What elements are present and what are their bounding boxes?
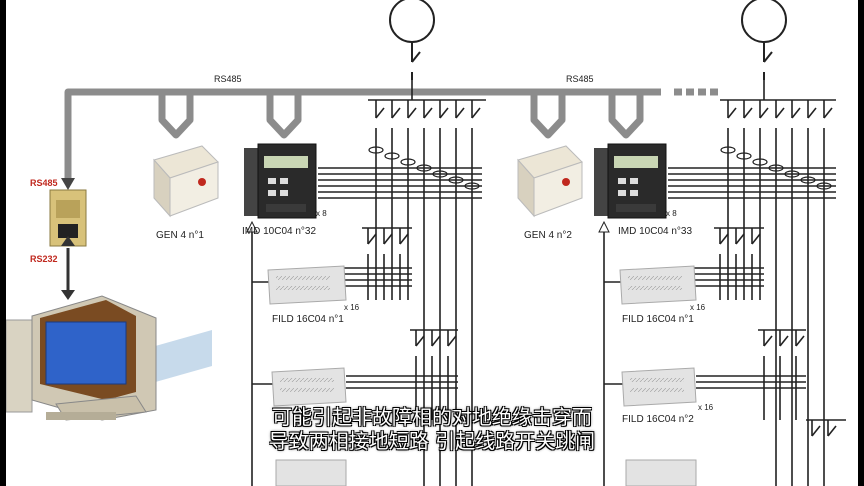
subtitle-line-2: 导致两相接地短路 引起线路开关跳闸 bbox=[268, 429, 596, 453]
gen4-device-1-icon bbox=[153, 145, 219, 218]
bus-arrow-down-icon bbox=[61, 178, 75, 190]
fild-3-label: FILD 16C04 n°2 bbox=[622, 414, 694, 425]
feeder-switches-left bbox=[251, 80, 486, 486]
subtitle-line-1: 可能引起非故障相的对地绝缘击穿而 bbox=[272, 405, 592, 429]
diagram-canvas: RS485 RS485 RS485 RS232 GEN 4 n°1 IMD 10… bbox=[6, 0, 858, 486]
converter-rs485-label: RS485 bbox=[30, 178, 58, 188]
fild-device-2-icon bbox=[271, 367, 347, 407]
gen4-1-label: GEN 4 n°1 bbox=[156, 230, 204, 241]
rs485-bus-label-left: RS485 bbox=[214, 74, 242, 84]
arrow-up-icon bbox=[246, 220, 258, 233]
converter-rs232-label: RS232 bbox=[30, 254, 58, 264]
transformer-left-icon bbox=[389, 0, 435, 80]
fild-device-5-icon bbox=[275, 459, 347, 486]
fild-2-label: FILD 16C04 n°1 bbox=[622, 314, 694, 325]
multiplier-x16-c: x 16 bbox=[698, 403, 714, 412]
multiplier-x16-a: x 16 bbox=[344, 303, 360, 312]
transformer-right-icon bbox=[741, 0, 787, 80]
current-sensors-right bbox=[720, 146, 832, 190]
imd-device-2-icon bbox=[594, 143, 667, 219]
arrow-up-icon bbox=[598, 220, 610, 233]
imd-device-1-icon bbox=[244, 143, 317, 219]
arrow-down-icon bbox=[61, 290, 75, 300]
wiring-diagram: RS485 RS485 RS485 RS232 GEN 4 n°1 IMD 10… bbox=[6, 0, 846, 486]
fild-device-3-icon bbox=[619, 265, 697, 305]
rs485-bus-label-right: RS485 bbox=[566, 74, 594, 84]
fild-device-6-icon bbox=[625, 459, 697, 486]
fild-device-4-icon bbox=[621, 367, 697, 407]
arrow-up-icon bbox=[61, 236, 75, 246]
computer-icon bbox=[6, 295, 212, 421]
gen4-2-label: GEN 4 n°2 bbox=[524, 230, 572, 241]
fild-1-label: FILD 16C04 n°1 bbox=[272, 314, 344, 325]
feeder-switches-right bbox=[603, 80, 846, 486]
imd-2-label: IMD 10C04 n°33 bbox=[618, 226, 692, 237]
rs485-bus bbox=[64, 88, 661, 178]
multiplier-x8-left: x 8 bbox=[316, 209, 327, 218]
imd-1-label: IMD 10C04 n°32 bbox=[242, 226, 316, 237]
fild-device-1-icon bbox=[267, 265, 347, 305]
gen4-device-2-icon bbox=[517, 145, 583, 218]
multiplier-x16-b: x 16 bbox=[690, 303, 706, 312]
multiplier-x8-right: x 8 bbox=[666, 209, 677, 218]
current-sensors-left bbox=[368, 146, 480, 190]
